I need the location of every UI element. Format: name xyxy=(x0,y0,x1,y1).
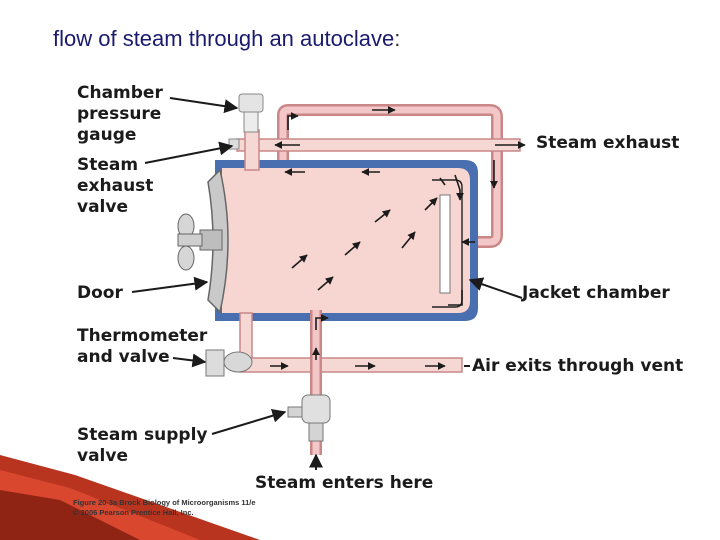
corner-decoration xyxy=(0,455,260,540)
vent-pipe xyxy=(205,312,463,377)
jacket-return-pipe xyxy=(277,104,503,248)
label-door: Door xyxy=(77,283,123,303)
label-jacket-chamber: Jacket chamber xyxy=(522,283,670,303)
steam-supply-pipe xyxy=(287,310,331,455)
slide-title: flow of steam through an autoclave: xyxy=(53,26,400,52)
label-thermometer-and-valve: Thermometer and valve xyxy=(77,326,208,367)
figure-credit: Figure 20-3a Brock Biology of Microorgan… xyxy=(73,498,256,518)
credit-line-2: © 2006 Pearson Prentice Hall, Inc. xyxy=(73,508,194,517)
label-air-exits: Air exits through vent xyxy=(472,356,684,376)
label-steam-exhaust-valve: Steam exhaust valve xyxy=(77,155,154,217)
autoclave-door xyxy=(177,168,229,314)
pressure-gauge xyxy=(238,93,264,133)
inner-baffle xyxy=(439,194,451,294)
label-steam-exhaust: Steam exhaust xyxy=(536,133,680,153)
label-steam-supply-valve: Steam supply valve xyxy=(77,425,208,466)
credit-line-1: Figure 20-3a Brock Biology of Microorgan… xyxy=(73,498,256,507)
label-steam-enters: Steam enters here xyxy=(255,473,434,493)
chamber-interior xyxy=(222,168,470,313)
label-chamber-pressure-gauge: Chamber pressure gauge xyxy=(77,83,163,145)
leader-lines xyxy=(131,97,523,470)
title-colon: : xyxy=(394,26,401,51)
flow-arrows xyxy=(270,106,526,370)
title-text: flow of steam through an autoclave xyxy=(53,26,395,51)
